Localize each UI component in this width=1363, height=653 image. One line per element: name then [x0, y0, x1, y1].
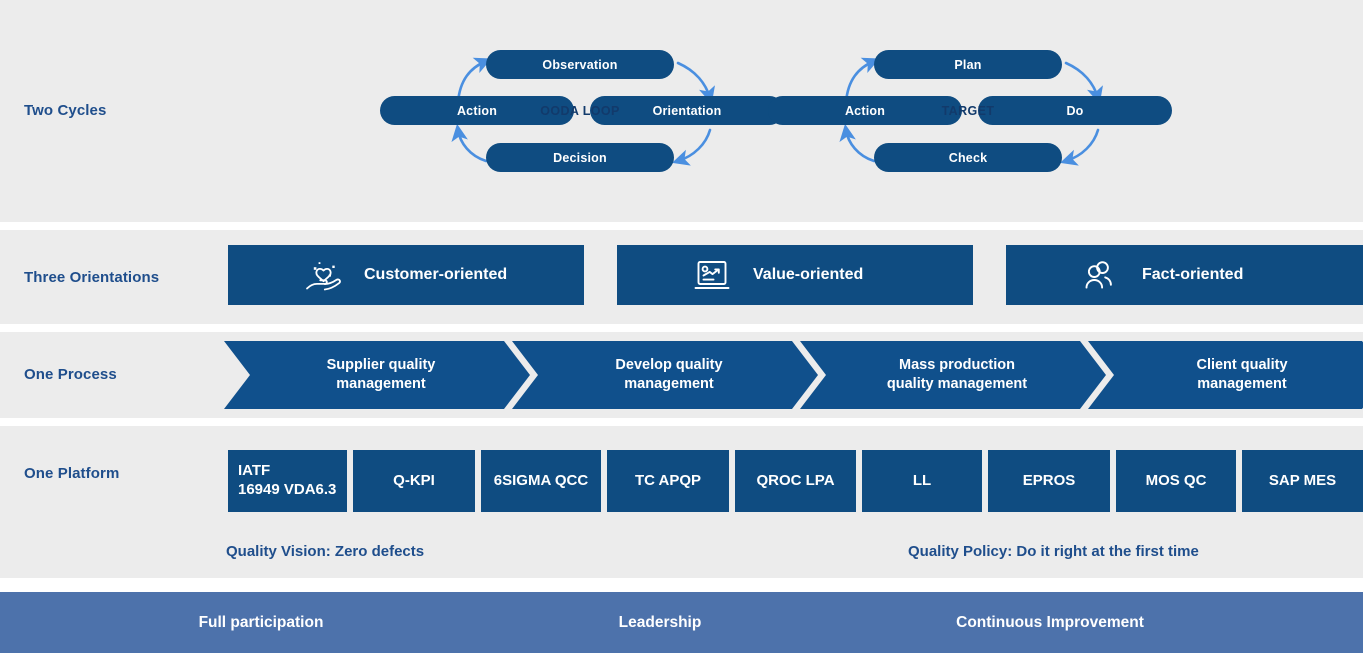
process-step-line1: Mass production: [898, 356, 1015, 373]
process-step-line2: management: [1197, 376, 1287, 392]
cycle-node-decision[interactable]: Decision: [486, 143, 674, 172]
platform-tile-ll[interactable]: LL: [862, 450, 982, 512]
orientation-card-customer[interactable]: Customer-oriented: [228, 245, 584, 305]
platform-tile-sap-mes[interactable]: SAP MES: [1242, 450, 1363, 512]
cycle-center-label-ooda: OODA LOOP: [540, 103, 620, 118]
cycle-node-action[interactable]: Action: [380, 96, 574, 125]
process-step-line2: management: [336, 376, 426, 392]
platform-tile-line1: EPROS: [1022, 471, 1076, 489]
row-label-three-orientations: Three Orientations: [24, 269, 160, 286]
ooda-loop-cycle: Observation Orientation Decision Action …: [380, 30, 784, 190]
cycle-node-orientation[interactable]: Orientation: [590, 96, 784, 125]
principles-bar: Full participation Leadership Continuous…: [0, 592, 1363, 653]
process-step-line1: Develop quality: [615, 356, 723, 373]
orientation-label-fact: Fact-oriented: [1142, 266, 1244, 283]
principle-leadership[interactable]: Leadership: [618, 613, 702, 631]
process-step-line1: Supplier quality: [326, 356, 436, 373]
process-step-line2: management: [624, 376, 714, 392]
process-step-line2: quality management: [886, 376, 1028, 392]
platform-tile-line1: Q-KPI: [393, 471, 435, 489]
process-step-supplier[interactable]: Supplier quality management: [224, 341, 530, 409]
cycle-node-action-pdca[interactable]: Action: [768, 96, 962, 125]
platform-tile-line1: TC APQP: [634, 471, 702, 489]
quality-policy-text: Quality Policy: Do it right at the first…: [908, 543, 1199, 560]
quality-vision-text: Quality Vision: Zero defects: [226, 543, 425, 560]
orientation-label-customer: Customer-oriented: [364, 266, 508, 283]
platform-tile-line1: 6SIGMA QCC: [493, 471, 589, 489]
cycle-center-label-target: TARGET: [941, 103, 995, 118]
people-group-icon: [1078, 255, 1124, 295]
platform-tile-q-kpi[interactable]: Q-KPI: [353, 450, 475, 512]
row-label-one-process: One Process: [24, 366, 117, 383]
process-step-develop[interactable]: Develop quality management: [512, 341, 818, 409]
pdca-target-cycle: Plan Do Check Action TARGET: [768, 30, 1172, 190]
platform-tile-iatf[interactable]: IATF 16949 VDA6.3: [228, 450, 347, 512]
cycle-node-observation[interactable]: Observation: [486, 50, 674, 79]
hand-heart-icon: [300, 255, 346, 295]
platform-tile-line1: MOS QC: [1145, 471, 1207, 489]
orientation-card-value[interactable]: Value-oriented: [617, 245, 973, 305]
process-step-line1: Client quality: [1196, 356, 1288, 373]
orientation-label-value: Value-oriented: [753, 266, 864, 283]
principle-full-participation[interactable]: Full participation: [198, 613, 324, 631]
cycle-node-plan[interactable]: Plan: [874, 50, 1062, 79]
cycle-node-do[interactable]: Do: [978, 96, 1172, 125]
monitor-growth-chart-icon: [689, 255, 735, 295]
platform-tile-line1: SAP MES: [1268, 471, 1337, 489]
platform-tile-line1: IATF: [238, 462, 271, 480]
row-label-one-platform: One Platform: [24, 465, 120, 482]
process-step-client[interactable]: Client quality management: [1088, 341, 1363, 409]
orientation-card-fact[interactable]: Fact-oriented: [1006, 245, 1363, 305]
platform-tile-6sigma-qcc[interactable]: 6SIGMA QCC: [481, 450, 601, 512]
platform-tile-line1: LL: [912, 471, 932, 489]
platform-tile-line1: QROC LPA: [756, 471, 835, 489]
row-label-two-cycles: Two Cycles: [24, 102, 107, 119]
platform-tile-mos-qc[interactable]: MOS QC: [1116, 450, 1236, 512]
platform-tile-qroc-lpa[interactable]: QROC LPA: [735, 450, 856, 512]
cycle-node-check[interactable]: Check: [874, 143, 1062, 172]
platform-tile-epros[interactable]: EPROS: [988, 450, 1110, 512]
platform-tile-line2: 16949 VDA6.3: [238, 481, 337, 498]
platform-tile-tc-apqp[interactable]: TC APQP: [607, 450, 729, 512]
process-step-mass-production[interactable]: Mass production quality management: [800, 341, 1106, 409]
principle-continuous-improvement[interactable]: Continuous Improvement: [956, 613, 1144, 631]
